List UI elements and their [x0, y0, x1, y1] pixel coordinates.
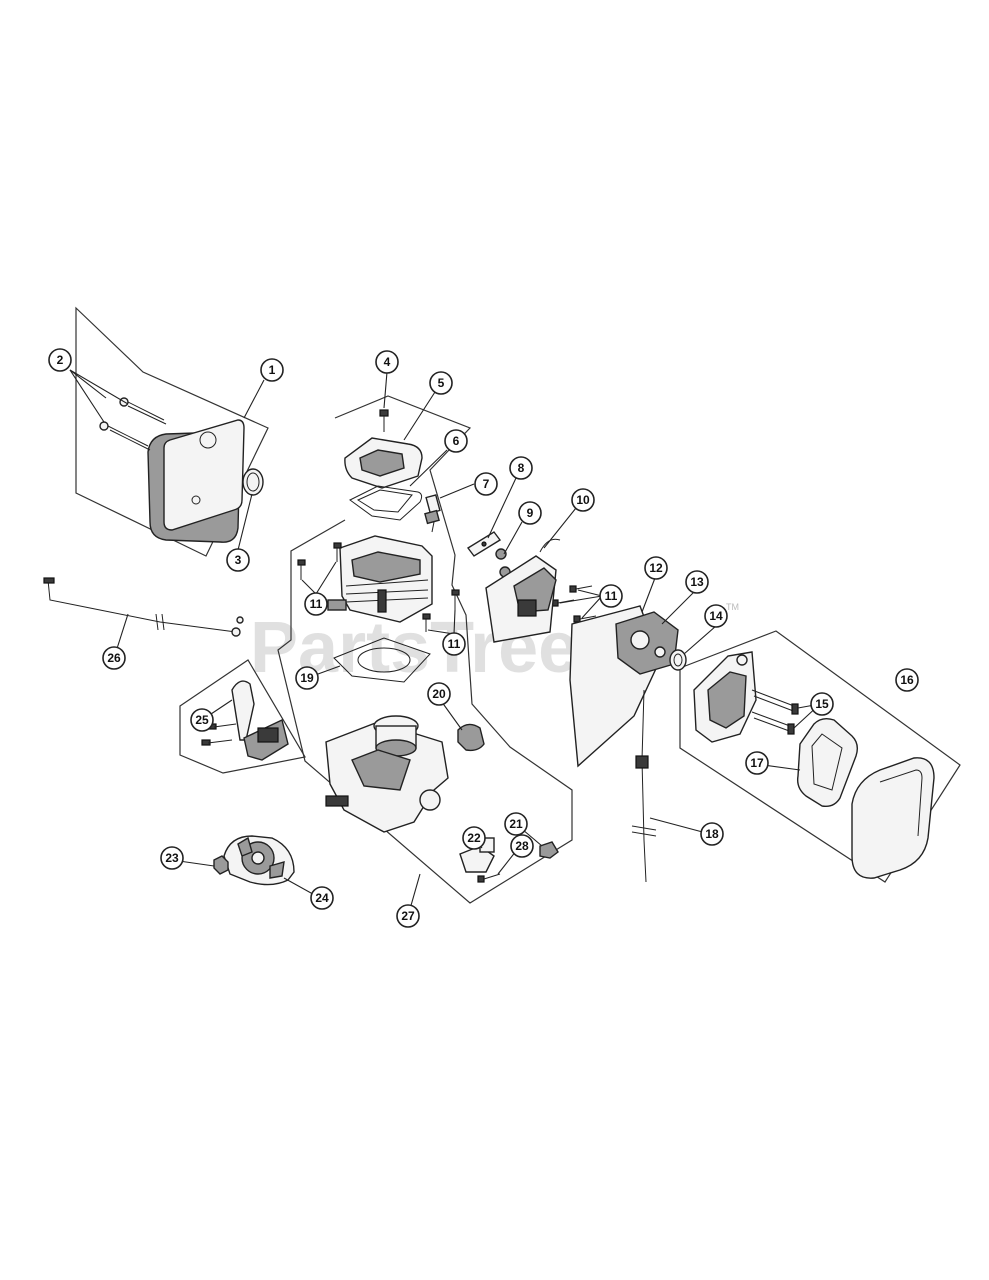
spark-plug-part	[424, 494, 441, 533]
o-ring-part	[669, 649, 687, 671]
svg-text:26: 26	[107, 651, 121, 665]
cylinder-group-outline	[277, 395, 573, 904]
callout-26[interactable]: 26	[102, 646, 126, 670]
callout-4[interactable]: 4	[375, 350, 399, 374]
svg-text:7: 7	[483, 477, 490, 491]
muffler-gasket-part	[242, 468, 264, 496]
callout-12[interactable]: 12	[644, 556, 668, 580]
screw-28-part	[477, 873, 501, 883]
svg-text:1: 1	[269, 363, 276, 377]
base-gasket-part	[333, 637, 431, 683]
throttle-cable-part	[631, 689, 657, 883]
svg-text:6: 6	[453, 434, 460, 448]
callout-20[interactable]: 20	[427, 682, 451, 706]
callout-3[interactable]: 3	[226, 548, 250, 572]
svg-text:2: 2	[57, 353, 64, 367]
callout-16[interactable]: 16	[895, 668, 919, 692]
svg-text:28: 28	[515, 839, 529, 853]
callout-5[interactable]: 5	[429, 371, 453, 395]
callout-11-intake[interactable]: 11	[599, 584, 623, 608]
intake-plate-part	[485, 538, 561, 643]
callout-2[interactable]: 2	[48, 348, 72, 372]
seal-20-part	[457, 723, 485, 752]
svg-text:13: 13	[690, 575, 704, 589]
callout-10[interactable]: 10	[571, 488, 595, 512]
callout-27[interactable]: 27	[396, 904, 420, 928]
watermark-trademark: TM	[726, 602, 739, 612]
svg-text:22: 22	[467, 831, 481, 845]
svg-text:9: 9	[527, 506, 534, 520]
svg-text:3: 3	[235, 553, 242, 567]
ignition-group-outline	[179, 659, 306, 774]
screw-4-part	[379, 409, 389, 432]
svg-text:21: 21	[509, 817, 523, 831]
part-callouts: 1 2 3 4 5 6 7 8 9 10 11 11 11 12 13 14 1…	[48, 348, 919, 928]
callout-13[interactable]: 13	[685, 570, 709, 594]
svg-text:17: 17	[750, 756, 764, 770]
screw-11-parts	[297, 542, 597, 632]
parts-drawings	[43, 397, 935, 886]
air-filter-cover-part	[851, 757, 935, 879]
callout-11-cylinder-right[interactable]: 11	[442, 632, 466, 656]
svg-text:27: 27	[401, 909, 415, 923]
svg-text:18: 18	[705, 827, 719, 841]
callout-14[interactable]: 14	[704, 604, 728, 628]
svg-text:20: 20	[432, 687, 446, 701]
muffler-part	[99, 397, 245, 543]
fitting-21-part	[539, 841, 559, 859]
svg-text:11: 11	[310, 597, 323, 611]
callout-21[interactable]: 21	[504, 812, 528, 836]
callout-8[interactable]: 8	[509, 456, 533, 480]
callout-18[interactable]: 18	[700, 822, 724, 846]
svg-text:10: 10	[576, 493, 590, 507]
callout-1[interactable]: 1	[260, 358, 284, 382]
callout-11-cylinder-left[interactable]: 11	[304, 592, 328, 616]
nut-23-part	[213, 855, 229, 875]
cylinder-part	[327, 535, 433, 623]
callout-25[interactable]: 25	[190, 708, 214, 732]
callout-22[interactable]: 22	[462, 826, 486, 850]
svg-text:11: 11	[605, 589, 618, 603]
screw-15-parts	[751, 689, 799, 735]
callout-9[interactable]: 9	[518, 501, 542, 525]
callout-24[interactable]: 24	[310, 886, 334, 910]
nut-9-part	[495, 548, 507, 560]
svg-text:23: 23	[165, 851, 179, 865]
callout-6[interactable]: 6	[444, 429, 468, 453]
svg-text:16: 16	[900, 673, 914, 687]
svg-text:19: 19	[300, 671, 314, 685]
callout-15[interactable]: 15	[810, 692, 834, 716]
svg-text:8: 8	[518, 461, 525, 475]
svg-text:15: 15	[815, 697, 829, 711]
ignition-coil-part	[201, 680, 289, 761]
svg-text:11: 11	[448, 637, 461, 651]
svg-text:5: 5	[438, 376, 445, 390]
svg-text:4: 4	[384, 355, 391, 369]
crankcase-part	[325, 715, 449, 833]
callout-17[interactable]: 17	[745, 751, 769, 775]
svg-text:14: 14	[709, 609, 723, 623]
svg-text:24: 24	[315, 891, 329, 905]
callout-23[interactable]: 23	[160, 846, 184, 870]
air-filter-base-part	[693, 651, 757, 743]
svg-text:25: 25	[195, 713, 209, 727]
svg-text:12: 12	[649, 561, 663, 575]
filter-element-part	[796, 717, 859, 808]
callout-7[interactable]: 7	[474, 472, 498, 496]
cover-gasket-part	[349, 485, 423, 521]
wire-26-part	[43, 577, 244, 637]
carburetor-part	[615, 611, 679, 675]
callout-28[interactable]: 28	[510, 834, 534, 858]
callout-19[interactable]: 19	[295, 666, 319, 690]
flywheel-part	[223, 835, 295, 886]
